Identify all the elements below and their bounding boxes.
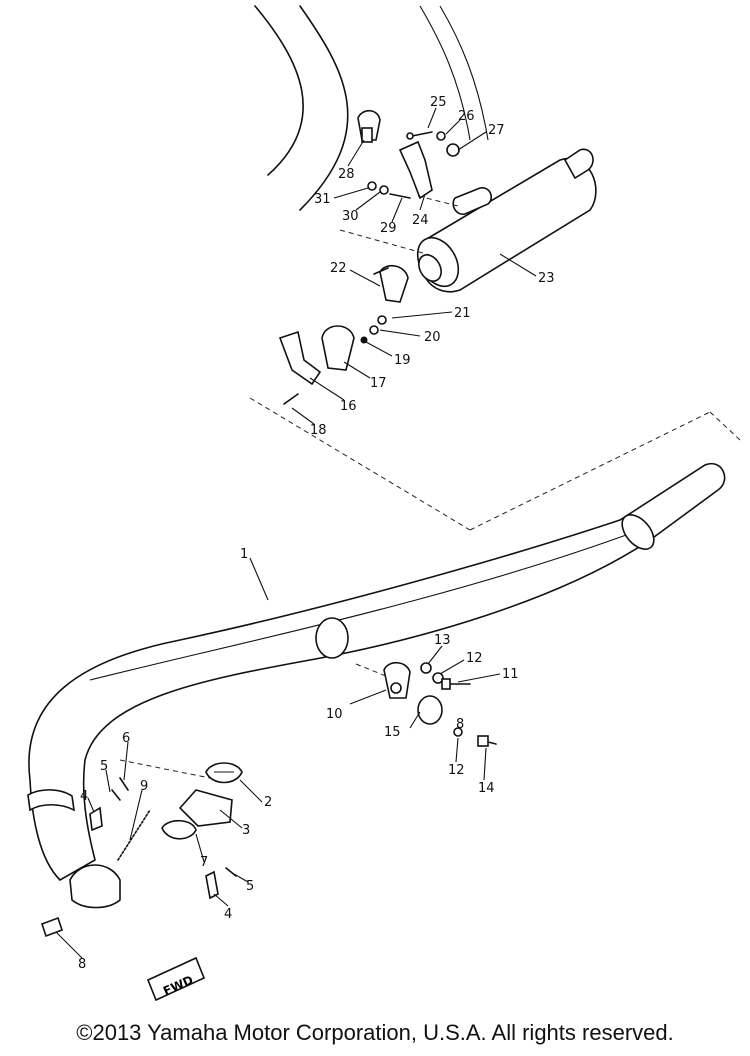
callout-6: 6 (122, 731, 130, 746)
mid-clamps (278, 265, 409, 405)
fwd-indicator: FWD (146, 956, 206, 1002)
callout-30: 30 (342, 209, 359, 224)
callout-5-upper: 5 (100, 759, 108, 774)
frame-tube (254, 5, 489, 211)
callout-24: 24 (412, 213, 429, 228)
callout-18: 18 (310, 423, 327, 438)
lower-mount (40, 661, 497, 938)
callout-15: 15 (384, 725, 401, 740)
callout-labels: 25 26 27 28 31 30 29 24 22 23 21 20 19 1… (78, 95, 555, 972)
callout-12-upper: 12 (466, 651, 483, 666)
flange-parts (89, 762, 243, 861)
callout-12-lower: 12 (448, 763, 465, 778)
callout-4-lower: 4 (224, 907, 232, 922)
callout-22: 22 (330, 261, 347, 276)
callout-9: 9 (140, 779, 148, 794)
callout-16: 16 (340, 399, 357, 414)
callout-26: 26 (458, 109, 475, 124)
callout-23: 23 (538, 271, 555, 286)
callout-29: 29 (380, 221, 397, 236)
callout-25: 25 (430, 95, 447, 110)
callout-4-upper: 4 (80, 789, 88, 804)
callout-8-left: 8 (78, 957, 86, 972)
leader-lines (55, 107, 537, 959)
reference-lines (119, 195, 741, 781)
upper-hardware (367, 131, 460, 199)
callout-3: 3 (242, 823, 250, 838)
callout-27: 27 (488, 123, 505, 138)
callout-19: 19 (394, 353, 411, 368)
callout-10: 10 (326, 707, 343, 722)
expansion-chamber (27, 462, 726, 909)
callout-20: 20 (424, 330, 441, 345)
callout-14: 14 (478, 781, 495, 796)
upper-bracket (357, 109, 433, 200)
callout-21: 21 (454, 306, 471, 321)
callout-8-right: 8 (456, 717, 464, 732)
callout-17: 17 (370, 376, 387, 391)
callout-1: 1 (240, 547, 248, 562)
callout-13: 13 (434, 633, 451, 648)
callout-7: 7 (200, 855, 208, 870)
callout-28: 28 (338, 167, 355, 182)
callout-31: 31 (314, 192, 331, 207)
callout-5-lower: 5 (246, 879, 254, 894)
copyright-notice: ©2013 Yamaha Motor Corporation, U.S.A. A… (76, 1020, 674, 1045)
muffler (416, 148, 597, 293)
exhaust-parts-diagram: FWD 25 (27, 5, 741, 1002)
callout-11: 11 (502, 667, 519, 682)
callout-2: 2 (264, 795, 272, 810)
